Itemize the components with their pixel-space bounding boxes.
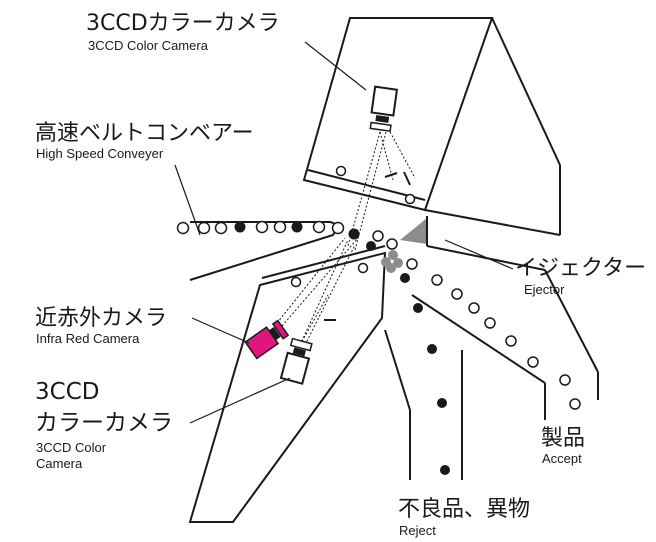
- product-item: [451, 288, 463, 300]
- top-marker: [403, 171, 411, 186]
- ejector-label-jp: イジェクター: [515, 256, 646, 281]
- product-item: [484, 317, 496, 329]
- accept-label-jp: 製品: [541, 426, 585, 451]
- conveyor-label-jp: 高速ベルトコンベアー: [35, 121, 254, 146]
- product-item: [386, 238, 398, 250]
- ir-camera-label-en: Infra Red Camera: [36, 331, 140, 346]
- reject-label-en: Reject: [399, 523, 436, 538]
- product-item: [176, 221, 190, 235]
- window-circle: [335, 165, 347, 177]
- defect-item: [291, 221, 303, 233]
- product-item: [331, 221, 345, 235]
- leader-lines: [174, 41, 514, 424]
- window-circle: [357, 262, 369, 274]
- defect-item: [427, 344, 437, 354]
- defect-item: [400, 273, 410, 283]
- ejector-label-en: Ejector: [524, 282, 565, 297]
- air-blast-icon: [381, 250, 403, 273]
- top-camera-view-lines: [347, 131, 416, 251]
- bottom-camera-housing: [188, 245, 387, 523]
- defect-item: [234, 221, 246, 233]
- ejector: [381, 216, 428, 273]
- product-item: [559, 374, 571, 386]
- product-item: [431, 274, 443, 286]
- bottom-camera-label-en-line1: 3CCD Color: [36, 440, 107, 455]
- top-camera-label-en: 3CCD Color Camera: [88, 38, 209, 53]
- defect-item: [440, 465, 450, 475]
- product-item: [468, 302, 480, 314]
- chutes: [384, 245, 599, 480]
- product-item: [197, 221, 211, 235]
- conveyor: [176, 220, 360, 281]
- product-item: [273, 220, 287, 234]
- falling-items: [366, 230, 581, 475]
- top-camera-housing: [302, 17, 561, 236]
- product-item: [527, 356, 539, 368]
- product-item: [214, 221, 228, 235]
- ir-camera-icon: [244, 319, 290, 360]
- product-item: [372, 230, 384, 242]
- product-item: [505, 335, 517, 347]
- product-item: [406, 258, 418, 270]
- window-circle: [404, 193, 416, 205]
- accept-label-en: Accept: [542, 451, 582, 466]
- bottom-camera-label-en-line2: Camera: [36, 456, 83, 471]
- window-circle: [290, 276, 302, 288]
- ir-camera-label-jp: 近赤外カメラ: [35, 306, 167, 331]
- defect-item: [413, 303, 423, 313]
- defect-item: [348, 228, 360, 240]
- product-item: [312, 220, 326, 234]
- bottom-camera-view-lines: [276, 237, 359, 346]
- defect-item: [437, 398, 447, 408]
- top-camera-icon: [369, 85, 399, 133]
- conveyor-label-en: High Speed Conveyer: [36, 146, 164, 161]
- product-item: [255, 220, 269, 234]
- defect-item: [366, 241, 376, 251]
- reject-label-jp: 不良品、異物: [398, 497, 530, 522]
- bottom-camera-icon: [279, 337, 313, 385]
- top-camera-label-jp: 3CCDカラーカメラ: [86, 11, 280, 36]
- bottom-camera-label-jp-line2: カラーカメラ: [35, 410, 173, 436]
- product-item: [569, 398, 581, 410]
- bottom-camera-label-jp-line1: 3CCD: [35, 379, 99, 405]
- top-marker: [384, 172, 398, 178]
